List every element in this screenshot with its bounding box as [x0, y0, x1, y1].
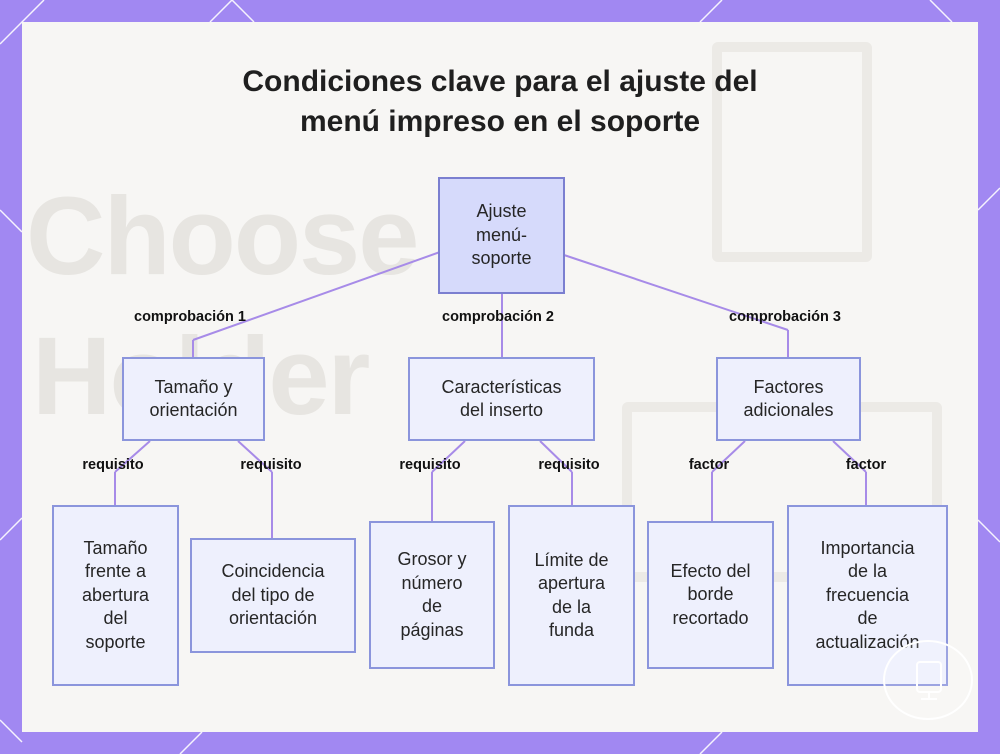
node-text: orientación — [228, 608, 318, 629]
node-text: actualización — [815, 631, 920, 652]
node-text: de — [421, 596, 442, 616]
node-text: apertura — [537, 573, 606, 593]
node-text: Coincidencia — [221, 561, 325, 582]
node-text: recortado — [672, 607, 749, 628]
edge-req4 — [539, 440, 573, 473]
monitor-icon — [916, 661, 942, 700]
node-text: páginas — [400, 619, 464, 640]
node-text: soporte — [85, 631, 146, 652]
node-text: Características — [441, 376, 562, 397]
node-text: frecuencia — [825, 584, 910, 605]
node-text: Importancia — [820, 537, 915, 558]
node-text: del — [103, 608, 128, 629]
node-text: frente a — [84, 561, 147, 582]
node-text: del inserto — [459, 400, 544, 420]
node-insert-features: Características del inserto — [408, 357, 595, 441]
background-frame — [712, 42, 872, 262]
node-text: abertura — [81, 584, 150, 605]
edge-label-check1: comprobación 1 — [134, 309, 246, 325]
edge-factor1 — [711, 440, 746, 473]
edge-factor2 — [832, 440, 867, 473]
node-text: menú- — [475, 224, 527, 245]
node-text: de la — [551, 596, 592, 617]
node-text: del tipo de — [231, 584, 315, 605]
node-text: Efecto del — [670, 560, 751, 581]
node-text: adicionales — [743, 400, 834, 420]
node-extra-factors: Factores adicionales — [716, 357, 861, 441]
edge-req2 — [237, 440, 273, 473]
node-text: de la — [847, 561, 888, 582]
node-text: borde — [687, 584, 734, 605]
node-text: Grosor y — [397, 549, 467, 569]
node-size-orientation: Tamaño y orientación — [122, 357, 265, 441]
node-text: Tamaño — [83, 537, 148, 558]
edge-label-check2: comprobación 2 — [442, 309, 554, 325]
node-text: Ajuste — [476, 201, 527, 222]
edge-label-req1: requisito — [82, 457, 144, 473]
edge-label-factor1: factor — [688, 457, 730, 473]
node-text: funda — [548, 620, 595, 640]
node-text: Factores — [753, 376, 824, 397]
node-text: Tamaño y — [154, 376, 233, 397]
corner-badge — [883, 640, 973, 720]
node-text: de — [857, 608, 878, 629]
edge-req1 — [114, 440, 151, 473]
diagram-title: Condiciones clave para el ajuste del men… — [0, 62, 1000, 142]
node-text: soporte — [471, 248, 532, 269]
edge-root-check1 — [192, 251, 441, 341]
background-word: Choose — [26, 175, 419, 298]
node-sleeve-limit: Límite de apertura de la funda — [508, 505, 635, 686]
edge-label-factor2: factor — [845, 457, 887, 473]
node-text: número — [401, 572, 463, 593]
edge-label-req2: requisito — [240, 457, 302, 473]
edge-req3 — [431, 440, 466, 473]
node-text: Límite de — [534, 549, 609, 570]
edge-label-check3: comprobación 3 — [729, 309, 841, 325]
node-root: Ajuste menú- soporte — [438, 177, 565, 294]
edge-label-req3: requisito — [399, 457, 461, 473]
node-orientation-match: Coincidencia del tipo de orientación — [190, 538, 356, 653]
node-trimmed-edge: Efecto del borde recortado — [647, 521, 774, 669]
node-thickness-pages: Grosor y número de páginas — [369, 521, 495, 669]
title-line: Condiciones clave para el ajuste del — [242, 65, 758, 98]
edge-root-check3 — [563, 254, 789, 331]
node-size-vs-opening: Tamaño frente a abertura del soporte — [52, 505, 179, 686]
node-text: orientación — [149, 400, 238, 420]
title-line: menú impreso en el soporte — [299, 105, 701, 138]
edge-label-req4: requisito — [538, 457, 600, 473]
